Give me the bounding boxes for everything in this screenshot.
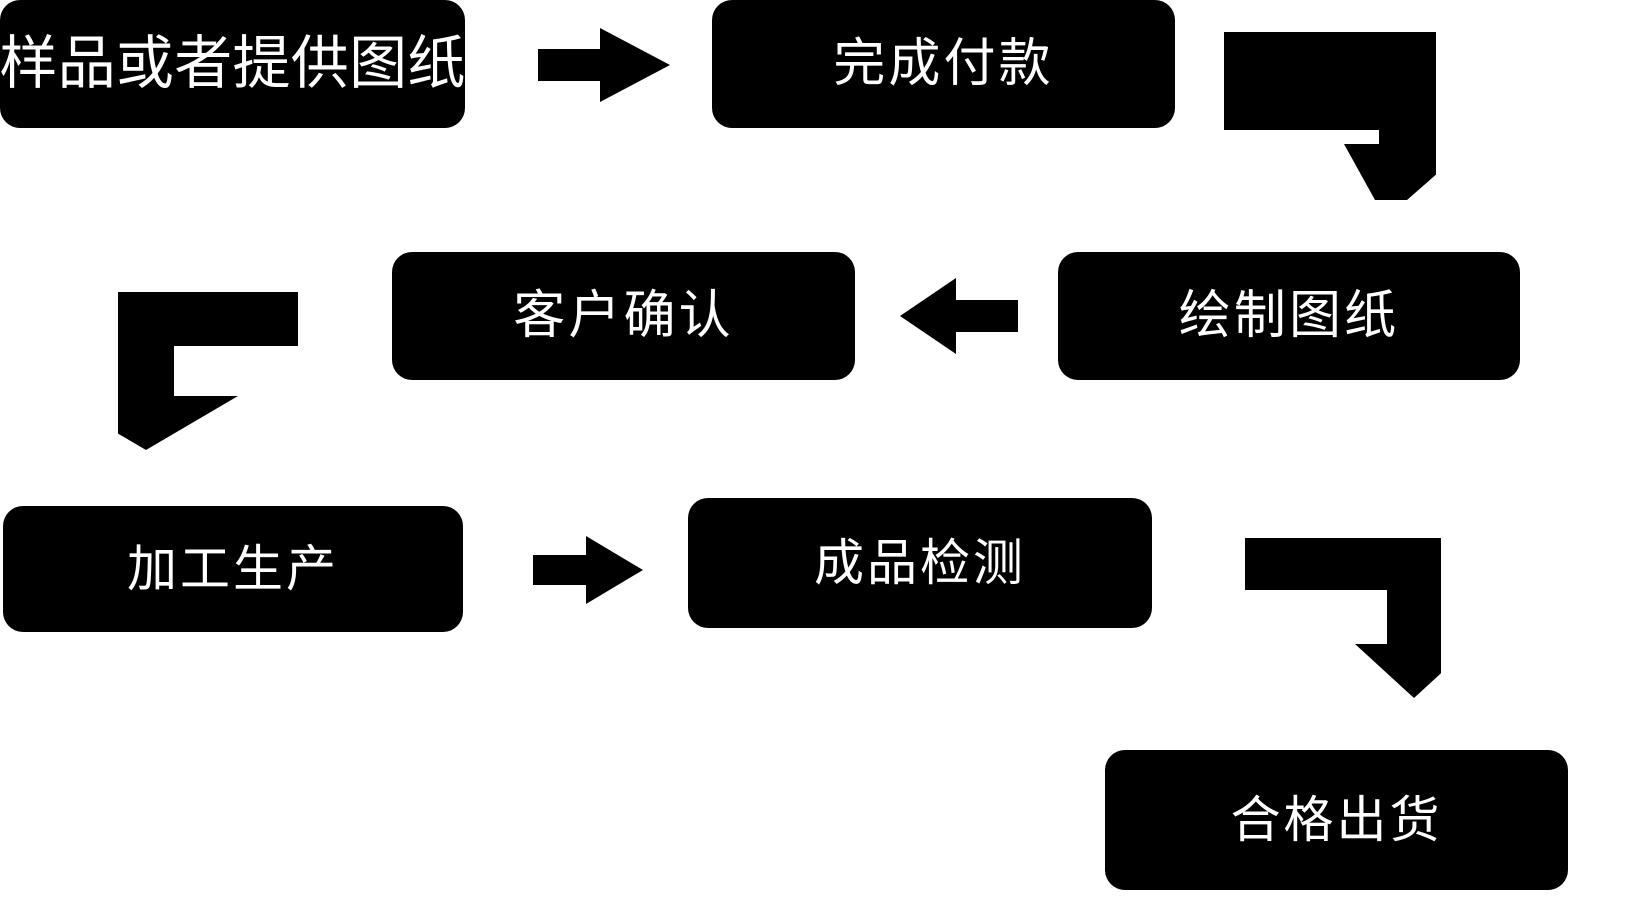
flow-node-shipping[interactable]: 合格出货 — [1105, 750, 1568, 890]
flow-node-inspection[interactable]: 成品检测 — [688, 498, 1152, 628]
elbow-arrow-down-icon-inspection-to-shipping — [1245, 538, 1441, 698]
flow-node-confirm-label: 客户确认 — [513, 287, 734, 345]
flow-node-inspection-label: 成品检测 — [814, 535, 1026, 591]
arrow-right-icon-sample-to-payment — [538, 28, 670, 102]
flow-node-production[interactable]: 加工生产 — [3, 506, 463, 632]
flow-node-production-label: 加工生产 — [127, 541, 339, 597]
flow-node-payment-label: 完成付款 — [833, 35, 1054, 93]
flow-node-sample-label: 样品或者提供图纸 — [0, 31, 466, 96]
flow-node-confirm[interactable]: 客户确认 — [392, 252, 855, 380]
arrow-left-icon-drawing-to-confirm — [900, 278, 1018, 354]
flow-node-shipping-label: 合格出货 — [1230, 792, 1443, 848]
flow-node-payment[interactable]: 完成付款 — [712, 0, 1175, 128]
flow-node-sample[interactable]: 样品或者提供图纸 — [0, 0, 465, 128]
arrow-right-icon-production-to-inspection — [533, 536, 643, 604]
elbow-arrow-down-icon-confirm-to-production — [118, 292, 298, 450]
elbow-arrow-down-icon-payment-to-drawing — [1224, 32, 1436, 200]
flow-node-drawing-label: 绘制图纸 — [1178, 287, 1400, 345]
flow-node-drawing[interactable]: 绘制图纸 — [1058, 252, 1520, 380]
